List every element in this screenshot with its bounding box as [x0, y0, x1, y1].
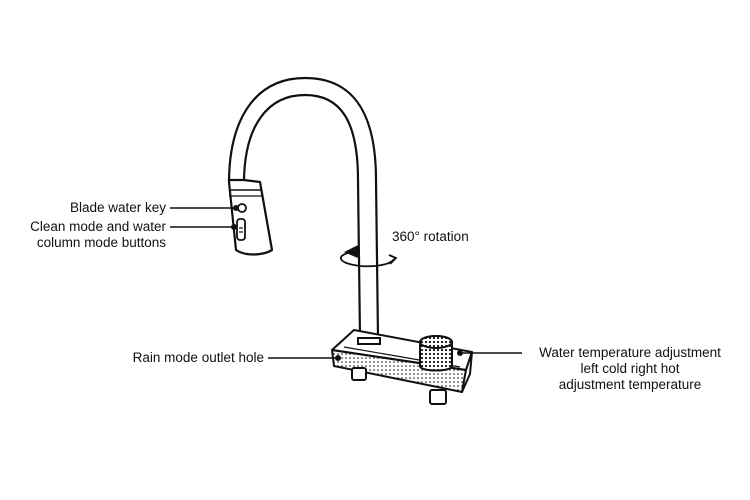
label-rotation: 360° rotation	[392, 229, 469, 244]
label-clean-mode-line-1: Clean mode and water	[30, 219, 166, 234]
label-rain-mode-outlet: Rain mode outlet hole	[132, 350, 264, 365]
gooseneck-spout	[227, 76, 380, 339]
label-clean-mode-line-2: column mode buttons	[36, 235, 166, 250]
temperature-knob	[419, 335, 453, 372]
rotation-arrow	[340, 245, 398, 268]
label-temperature-line-3: adjustment temperature	[558, 377, 702, 392]
label-clean-mode-buttons: Clean mode and water column mode buttons	[10, 219, 166, 251]
base-feet	[351, 367, 447, 405]
label-temperature-line-1: Water temperature adjustment	[539, 345, 721, 360]
label-temperature-adjustment: Water temperature adjustment left cold r…	[524, 345, 736, 393]
column-collar	[357, 337, 381, 345]
label-blade-water-key: Blade water key	[69, 200, 166, 215]
callout-lines	[170, 205, 522, 361]
label-temperature-line-2: left cold right hot	[580, 361, 680, 376]
spray-head	[227, 178, 274, 256]
